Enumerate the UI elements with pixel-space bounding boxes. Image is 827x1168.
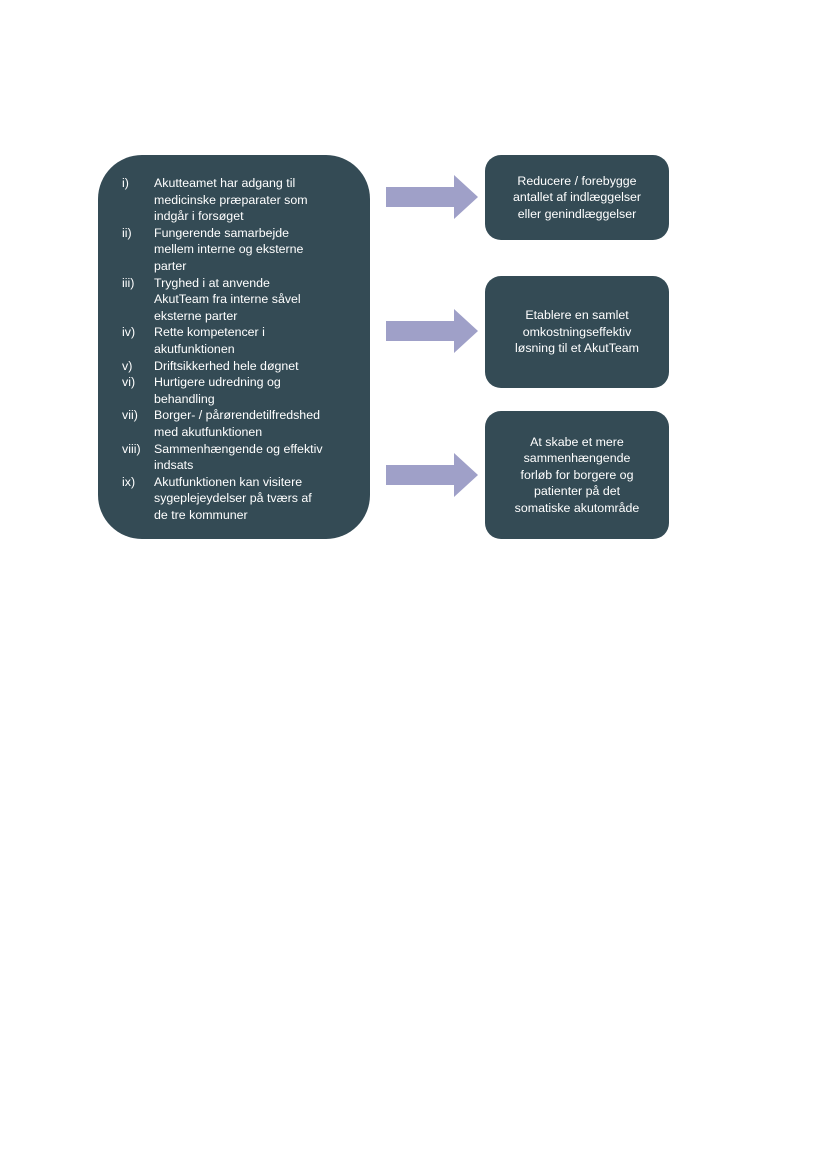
condition-text: Akutteamet har adgang til medicinske præ… [154,176,308,224]
condition-number: ix) [122,474,136,489]
condition-number: ii) [122,225,132,240]
condition-item: i) Akutteamet har adgang til medicinske … [122,175,354,225]
conditions-box: i) Akutteamet har adgang til medicinske … [98,155,370,539]
condition-text: Hurtigere udredning og behandling [154,375,281,406]
outcome-box-cost-effective-solution: Etablere en samlet omkostningseffektiv l… [485,276,669,388]
condition-text: Driftsikkerhed hele døgnet [154,358,299,373]
condition-item: iii) Tryghed i at anvende AkutTeam fra i… [122,275,354,325]
condition-item: vii) Borger- / pårørendetilfredshed med … [122,407,354,440]
condition-number: viii) [122,441,141,456]
condition-item: v) Driftsikkerhed hele døgnet [122,358,354,375]
arrow-shape [386,453,478,497]
condition-item: ii) Fungerende samarbejde mellem interne… [122,225,354,275]
condition-number: v) [122,358,133,373]
condition-text: Sammenhængende og effektiv indsats [154,441,323,473]
arrow-shape [386,175,478,219]
condition-item: viii) Sammenhængende og effektiv indsats [122,441,354,474]
condition-text: Akutfunktionen kan visitere sygeplejeyde… [154,474,312,522]
arrow-shape [386,309,478,353]
right-arrow-icon [386,175,478,219]
condition-item: iv) Rette kompetencer i akutfunktionen [122,324,354,357]
right-arrow-icon [386,309,478,353]
condition-item: ix) Akutfunktionen kan visitere sygeplej… [122,474,354,524]
condition-text: Tryghed i at anvende AkutTeam fra intern… [154,275,301,323]
condition-number: vii) [122,408,138,423]
condition-number: iv) [122,325,136,340]
condition-number: vi) [122,375,136,390]
condition-text: Rette kompetencer i akutfunktionen [154,325,265,356]
condition-number: i) [122,176,129,190]
outcome-box-reduce-admissions: Reducere / forebygge antallet af indlægg… [485,155,669,240]
condition-text: Borger- / pårørendetilfredshed med akutf… [154,408,320,439]
condition-text: Fungerende samarbejde mellem interne og … [154,225,304,273]
condition-item: vi) Hurtigere udredning og behandling [122,374,354,407]
right-arrow-icon [386,453,478,497]
outcome-box-coherent-care: At skabe et mere sammenhængende forløb f… [485,411,669,539]
condition-number: iii) [122,275,135,290]
